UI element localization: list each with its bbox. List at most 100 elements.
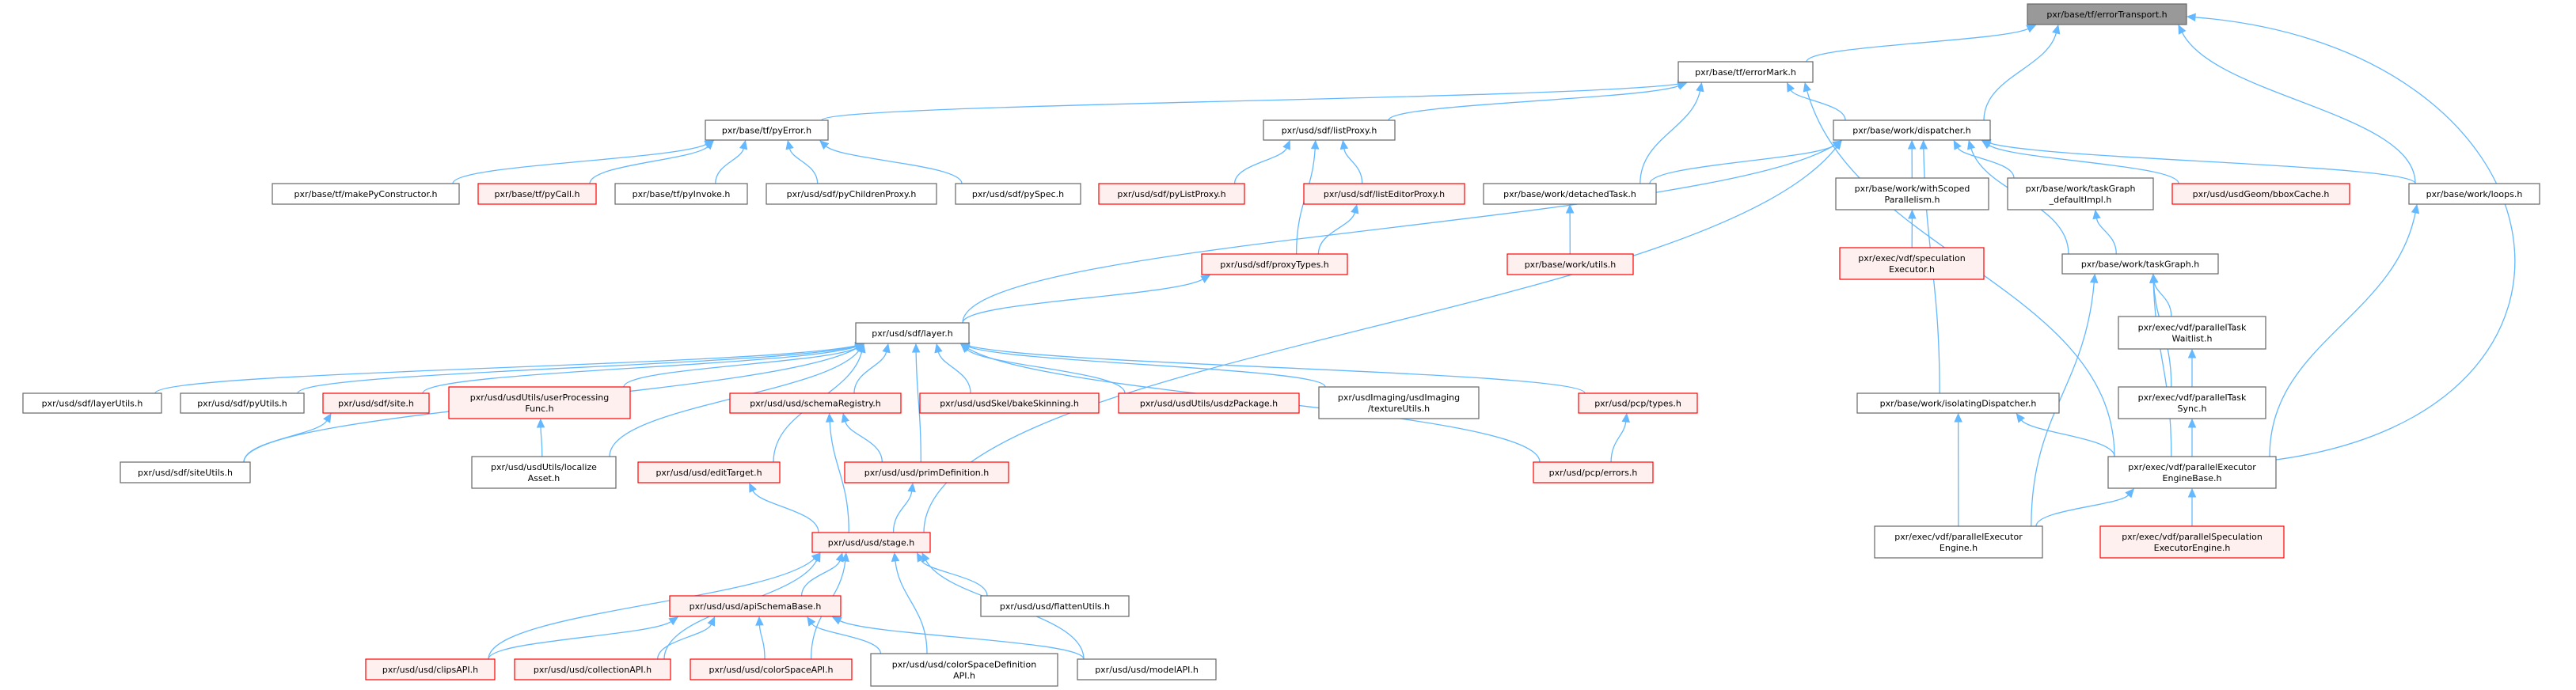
arrowhead-icon xyxy=(2187,348,2197,358)
node-box xyxy=(272,183,460,205)
node-pcpErrors[interactable]: pxr/usd/pcp/errors.h xyxy=(1533,461,1654,483)
node-listEditorProxy[interactable]: pxr/usd/sdf/listEditorProxy.h xyxy=(1303,183,1465,205)
node-detachedTask[interactable]: pxr/base/work/detachedTask.h xyxy=(1483,183,1657,205)
node-primDefinition[interactable]: pxr/usd/usd/primDefinition.h xyxy=(844,461,1009,483)
arrowhead-icon xyxy=(2411,203,2420,214)
node-bboxCache[interactable]: pxr/usd/usdGeom/bboxCache.h xyxy=(2171,183,2350,205)
node-pyCall[interactable]: pxr/base/tf/pyCall.h xyxy=(477,183,597,205)
node-makePyConstructor[interactable]: pxr/base/tf/makePyConstructor.h xyxy=(272,183,460,205)
arrowhead-icon xyxy=(1696,82,1704,93)
edge-line xyxy=(821,83,1679,121)
node-box xyxy=(1118,392,1300,414)
node-workUtils[interactable]: pxr/base/work/utils.h xyxy=(1506,253,1634,275)
dependency-edge xyxy=(841,412,883,463)
arrowhead-icon xyxy=(835,552,844,563)
node-box xyxy=(2107,456,2277,489)
arrowhead-icon xyxy=(707,616,716,627)
dependency-edge xyxy=(749,482,819,533)
node-label: pxr/usd/pcp/types.h xyxy=(1594,399,1681,409)
node-label: pxr/exec/vdf/parallelTask xyxy=(2138,392,2247,403)
node-textureUtils[interactable]: pxr/usdImaging/usdImaging/textureUtils.h xyxy=(1318,386,1480,419)
node-box xyxy=(844,461,1009,483)
node-label: pxr/usd/sdf/pyUtils.h xyxy=(197,399,287,409)
node-pySpec[interactable]: pxr/usd/sdf/pySpec.h xyxy=(955,183,1081,205)
node-site[interactable]: pxr/usd/sdf/site.h xyxy=(322,392,430,414)
node-pyChildrenProxy[interactable]: pxr/usd/sdf/pyChildrenProxy.h xyxy=(766,183,937,205)
node-pyInvoke[interactable]: pxr/base/tf/pyInvoke.h xyxy=(614,183,748,205)
node-listProxy[interactable]: pxr/usd/sdf/listProxy.h xyxy=(1263,119,1396,141)
dependency-edge xyxy=(960,343,1126,394)
dependency-edge xyxy=(819,140,963,184)
edge-line xyxy=(2035,495,2130,527)
arrowhead-icon xyxy=(819,140,830,150)
node-taskGraphDefault[interactable]: pxr/base/work/taskGraph_defaultImpl.h xyxy=(2007,177,2154,210)
edge-line xyxy=(1806,28,2029,63)
node-pyListProxy[interactable]: pxr/usd/sdf/pyListProxy.h xyxy=(1098,183,1245,205)
arrowhead-icon xyxy=(2092,209,2101,220)
edge-line xyxy=(715,148,744,184)
dependency-edge xyxy=(825,412,849,533)
node-clipsAPI[interactable]: pxr/usd/usd/clipsAPI.h xyxy=(365,658,496,681)
node-editTarget[interactable]: pxr/usd/usd/editTarget.h xyxy=(637,461,781,483)
arrowhead-icon xyxy=(882,343,891,354)
arrowhead-icon xyxy=(1953,139,1962,150)
arrowhead-icon xyxy=(2178,24,2187,35)
node-label: Waitlist.h xyxy=(2172,334,2213,344)
node-schemaRegistry[interactable]: pxr/usd/usd/schemaRegistry.h xyxy=(729,392,902,414)
dependency-edge xyxy=(154,341,865,394)
node-layer[interactable]: pxr/usd/sdf/layer.h xyxy=(855,322,970,344)
node-colorSpaceAPI[interactable]: pxr/usd/usd/colorSpaceAPI.h xyxy=(690,658,853,681)
node-label: pxr/base/work/taskGraph xyxy=(2026,184,2136,194)
node-flattenUtils[interactable]: pxr/usd/usd/flattenUtils.h xyxy=(980,595,1130,617)
arrowhead-icon xyxy=(1919,139,1928,150)
node-label: pxr/base/work/dispatcher.h xyxy=(1852,126,1971,136)
node-isolatingDispatcher[interactable]: pxr/base/work/isolatingDispatcher.h xyxy=(1856,392,2060,414)
node-apiSchemaBase[interactable]: pxr/usd/usd/apiSchemaBase.h xyxy=(669,595,842,617)
dependency-edge xyxy=(916,552,988,597)
dependency-edge xyxy=(853,343,891,394)
node-collectionAPI[interactable]: pxr/usd/usd/collectionAPI.h xyxy=(514,658,671,681)
node-siteUtils[interactable]: pxr/usd/sdf/siteUtils.h xyxy=(120,461,251,483)
node-pcpTypes[interactable]: pxr/usd/pcp/types.h xyxy=(1578,392,1698,414)
node-usdzPackage[interactable]: pxr/usd/usdUtils/usdzPackage.h xyxy=(1118,392,1300,414)
arrowhead-icon xyxy=(323,412,332,423)
node-proxyTypes[interactable]: pxr/usd/sdf/proxyTypes.h xyxy=(1201,253,1348,275)
node-box xyxy=(1835,177,1989,210)
node-pyError[interactable]: pxr/base/tf/pyError.h xyxy=(705,119,829,141)
dependency-edge xyxy=(2186,13,2516,461)
node-errorMark[interactable]: pxr/base/tf/errorMark.h xyxy=(1677,61,1814,83)
node-specEngine[interactable]: pxr/exec/vdf/parallelSpeculationExecutor… xyxy=(2099,525,2285,559)
node-errorTransport[interactable]: pxr/base/tf/errorTransport.h xyxy=(2027,3,2187,25)
node-stage[interactable]: pxr/usd/usd/stage.h xyxy=(811,532,931,553)
node-taskGraph[interactable]: pxr/base/work/taskGraph.h xyxy=(2061,253,2219,275)
edge-line xyxy=(915,351,921,463)
edge-line xyxy=(422,346,857,394)
edge-line xyxy=(967,349,1126,394)
node-layerUtils[interactable]: pxr/usd/sdf/layerUtils.h xyxy=(22,392,162,414)
node-engineBase[interactable]: pxr/exec/vdf/parallelExecutorEngineBase.… xyxy=(2107,456,2277,489)
node-modelAPI[interactable]: pxr/usd/usd/modelAPI.h xyxy=(1077,658,1217,681)
node-box xyxy=(2171,183,2350,205)
node-label: Sync.h xyxy=(2178,404,2207,414)
node-dispatcher[interactable]: pxr/base/work/dispatcher.h xyxy=(1833,119,1991,141)
edge-line xyxy=(800,560,841,597)
node-box xyxy=(637,461,781,483)
arrowhead-icon xyxy=(2187,418,2197,428)
node-pyUtils[interactable]: pxr/usd/sdf/pyUtils.h xyxy=(180,392,305,414)
node-label: pxr/usd/usd/stage.h xyxy=(828,538,915,548)
node-label: pxr/base/tf/errorMark.h xyxy=(1695,67,1796,78)
node-loops[interactable]: pxr/base/work/loops.h xyxy=(2408,183,2540,205)
node-box xyxy=(2027,3,2187,25)
node-bakeSkinning[interactable]: pxr/usd/usdSkel/bakeSkinning.h xyxy=(919,392,1100,414)
node-box xyxy=(448,386,631,419)
dependency-edge xyxy=(959,342,1586,394)
node-label: pxr/usd/usd/schemaRegistry.h xyxy=(750,399,880,409)
